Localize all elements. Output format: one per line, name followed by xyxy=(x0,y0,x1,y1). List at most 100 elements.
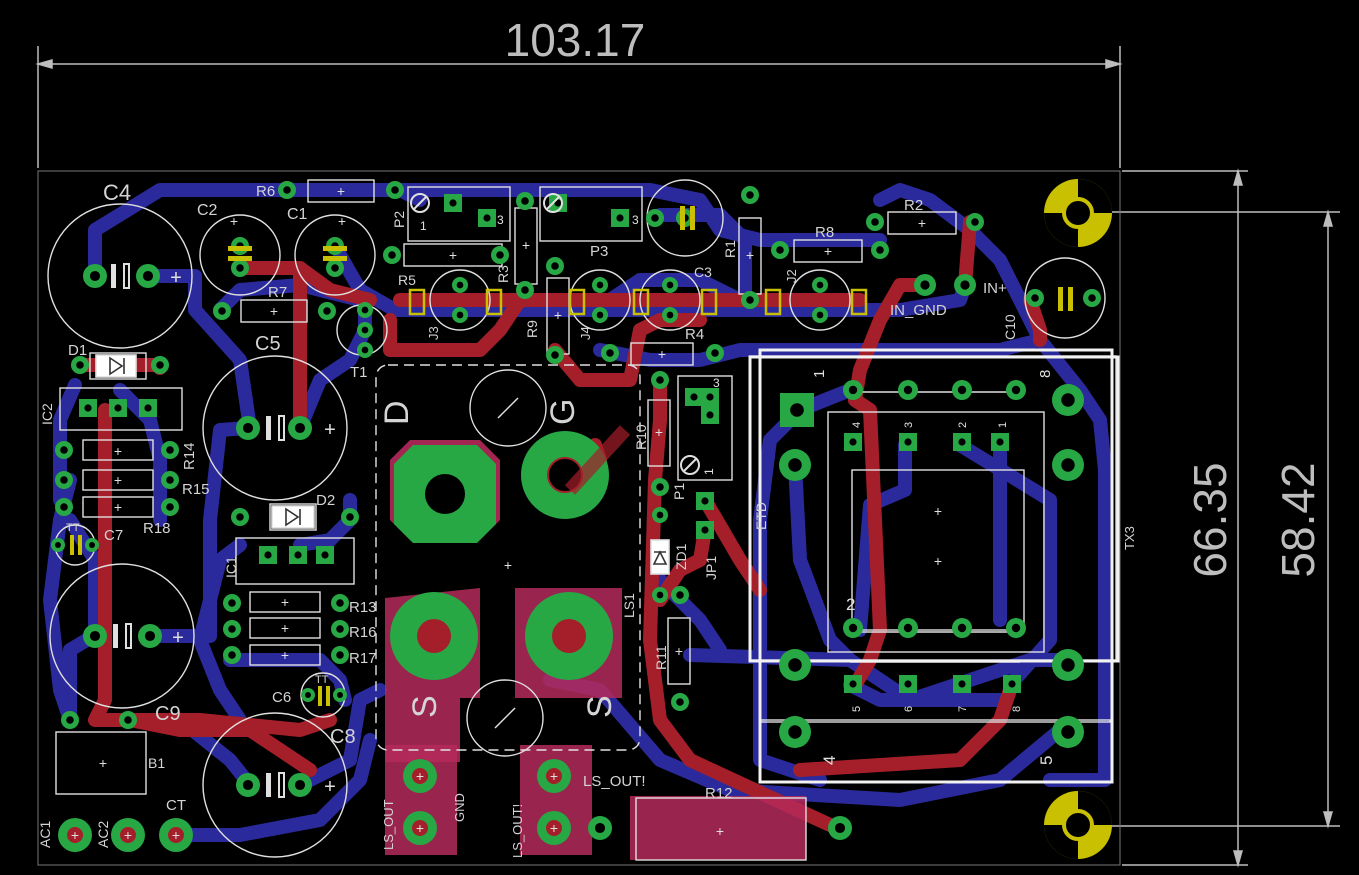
svg-text:+: + xyxy=(172,827,180,843)
pin-number-i3: 3 xyxy=(903,422,915,428)
label-r11: R11 xyxy=(653,645,669,670)
svg-text:+: + xyxy=(337,183,345,199)
label-c2: C2 xyxy=(197,202,218,219)
label-d1: D1 xyxy=(68,342,87,359)
svg-text:+: + xyxy=(658,346,666,362)
mounting-holes xyxy=(1044,179,1112,859)
svg-text:+: + xyxy=(934,503,942,519)
svg-text:+: + xyxy=(550,820,558,836)
label-r18: R18 xyxy=(143,520,171,537)
svg-text:+: + xyxy=(522,237,530,253)
label-ls_out: LS_OUT xyxy=(381,799,396,850)
svg-text:+: + xyxy=(338,213,346,229)
label-r15: R15 xyxy=(182,481,210,498)
label-c3: C3 xyxy=(694,264,712,280)
label-etd: ETD xyxy=(753,502,769,530)
label-r10: R10 xyxy=(633,424,649,450)
label-s2: S xyxy=(581,695,619,718)
label-c4: C4 xyxy=(103,180,131,205)
label-p2: P2 xyxy=(391,211,407,228)
svg-text:+: + xyxy=(124,827,132,843)
label-c5: C5 xyxy=(255,333,281,355)
pin-number-pot3a: 3 xyxy=(497,213,504,227)
svg-text:+: + xyxy=(918,215,926,231)
svg-text:+: + xyxy=(934,553,942,569)
label-jp1: JP1 xyxy=(703,556,719,580)
label-r16: R16 xyxy=(349,624,377,641)
label-c7: C7 xyxy=(104,527,123,544)
label-r4: R4 xyxy=(685,326,704,343)
label-j4: J4 xyxy=(578,326,593,340)
pin-number-i4: 4 xyxy=(851,422,863,428)
svg-text:+: + xyxy=(170,267,182,289)
tx3-outline-white-2 xyxy=(748,355,1120,663)
label-r2: R2 xyxy=(904,197,923,214)
label-in+: IN+ xyxy=(983,280,1007,297)
svg-text:+: + xyxy=(675,643,683,659)
pin-number-i1: 1 xyxy=(997,422,1009,428)
label-c8: C8 xyxy=(330,726,356,748)
svg-text:+: + xyxy=(824,243,832,259)
svg-text:+: + xyxy=(114,443,122,459)
svg-text:+: + xyxy=(504,557,512,573)
pin-number-p4: 4 xyxy=(820,756,839,765)
svg-text:+: + xyxy=(324,776,336,798)
label-c10: C10 xyxy=(1002,314,1018,340)
svg-text:+: + xyxy=(416,768,424,784)
label-ac2: AC2 xyxy=(95,821,111,848)
svg-text:+: + xyxy=(270,303,278,319)
svg-text:+: + xyxy=(114,472,122,488)
label-c9: C9 xyxy=(155,703,181,725)
pin-number-pot3b: 3 xyxy=(632,213,639,227)
label-c1: C1 xyxy=(287,206,308,223)
label-r13: R13 xyxy=(349,599,377,616)
label-g: G xyxy=(544,399,582,425)
svg-text:+: + xyxy=(172,627,184,649)
label-d: D xyxy=(378,400,416,425)
pin-number-c2: 2 xyxy=(846,595,855,614)
label-in_gnd: IN_GND xyxy=(890,302,947,319)
label-r6: R6 xyxy=(256,183,275,200)
label-r9: R9 xyxy=(524,320,540,338)
svg-text:+: + xyxy=(99,755,107,771)
dim-height-outer: 66.35 xyxy=(1184,462,1236,577)
label-t1: T1 xyxy=(350,364,368,381)
dim-height-inner: 58.42 xyxy=(1272,462,1324,577)
label-j2: J2 xyxy=(784,269,799,283)
pin-number-p8: 8 xyxy=(1037,370,1054,378)
label-p3: P3 xyxy=(590,243,608,260)
svg-text:+: + xyxy=(324,419,336,441)
svg-text:+: + xyxy=(281,594,289,610)
svg-text:+: + xyxy=(655,424,663,440)
smd-pads xyxy=(408,288,868,316)
label-r12: R12 xyxy=(705,785,733,802)
pin-number-i2: 2 xyxy=(957,422,969,428)
pin-number-p5: 5 xyxy=(1037,756,1056,765)
svg-text:+: + xyxy=(554,307,562,323)
label-zd1: ZD1 xyxy=(673,543,689,570)
mosfet-mount-holes xyxy=(494,397,519,729)
label-d2: D2 xyxy=(316,492,335,509)
label-tt1: TT xyxy=(66,522,80,534)
label-r3: R3 xyxy=(495,265,511,283)
tx3-outline-white xyxy=(758,348,1114,784)
pin-number-pot1c: 1 xyxy=(702,468,716,475)
svg-text:+: + xyxy=(71,827,79,843)
label-p1: P1 xyxy=(671,483,687,500)
pin-number-p1: 1 xyxy=(811,370,828,378)
svg-text:+: + xyxy=(746,247,754,263)
label-ic1: IC1 xyxy=(223,556,239,578)
svg-text:+: + xyxy=(230,213,238,229)
svg-text:+: + xyxy=(716,823,724,839)
label-ls_out_b: LS_OUT! xyxy=(510,804,525,858)
diode-symbols xyxy=(95,354,670,575)
svg-text:+: + xyxy=(114,499,122,515)
board-outline xyxy=(37,170,1121,866)
pin-number-i5: 5 xyxy=(851,706,863,712)
label-ct: CT xyxy=(166,797,186,814)
label-ic2: IC2 xyxy=(39,403,55,425)
pin-number-i6: 6 xyxy=(903,706,915,712)
pin-number-i7: 7 xyxy=(957,706,969,712)
label-tx3: TX3 xyxy=(1122,526,1137,550)
